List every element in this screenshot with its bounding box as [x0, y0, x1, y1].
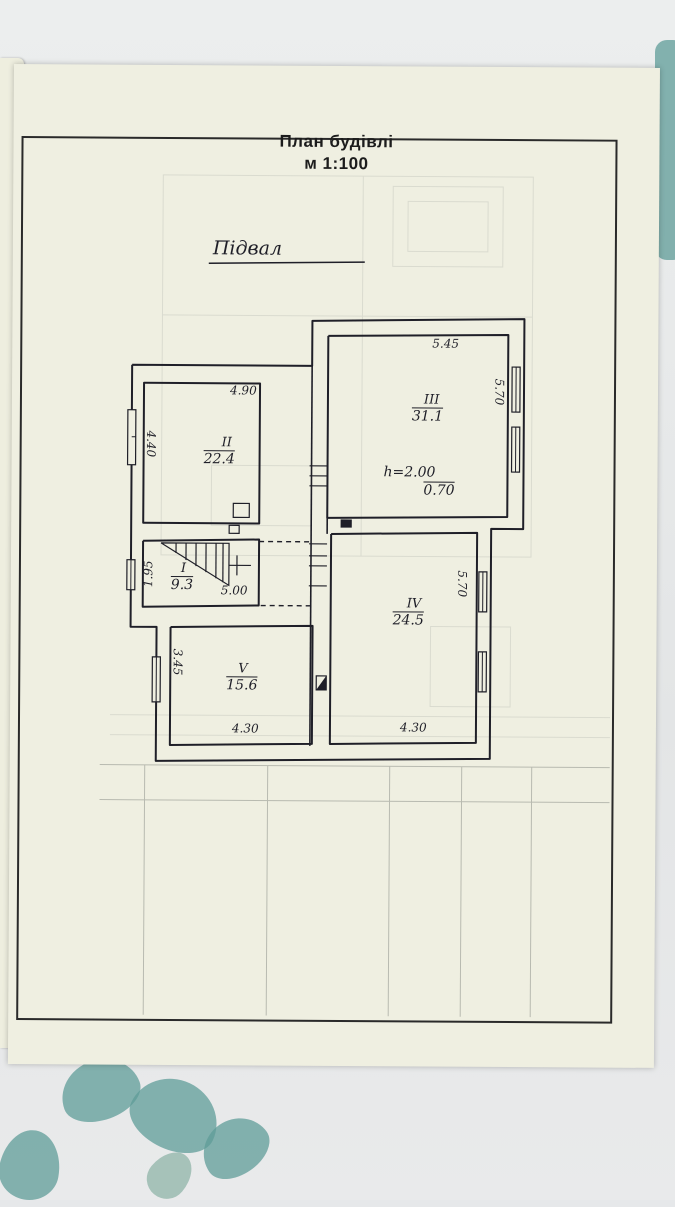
room-2-number: II — [222, 435, 232, 450]
room-2-height: 4.40 — [144, 430, 158, 457]
document-page: План будівлі м 1:100 Підвал — [8, 64, 660, 1068]
room-4-number: IV — [407, 596, 422, 611]
room-4-height: 5.70 — [455, 570, 469, 597]
room-3-depth: 0.70 — [423, 483, 454, 499]
room-3-ceiling-height: h=2.00 — [383, 464, 435, 480]
room-2-width: 4.90 — [230, 383, 257, 397]
room-5-height: 3.45 — [171, 649, 185, 676]
room-1-width: 5.00 — [221, 583, 248, 597]
floor-plan — [8, 64, 660, 1068]
room-5-area: 15.6 — [226, 677, 257, 693]
room-3-number: III — [424, 393, 439, 408]
room-4-area: 24.5 — [393, 612, 424, 628]
room-1-area: 9.3 — [171, 577, 193, 593]
room-4-width: 4.30 — [400, 720, 427, 734]
fixture-mark — [316, 676, 326, 690]
room-3-area: 31.1 — [412, 408, 443, 424]
room-2-area: 22.4 — [204, 451, 235, 467]
room-1-height: 1.95 — [141, 560, 155, 587]
room-3-width: 5.45 — [432, 337, 459, 351]
room-3-height: 5.70 — [492, 379, 506, 406]
room-5-width: 4.30 — [232, 721, 259, 735]
room-5-number: V — [238, 661, 247, 676]
room-1-number: I — [181, 561, 186, 576]
